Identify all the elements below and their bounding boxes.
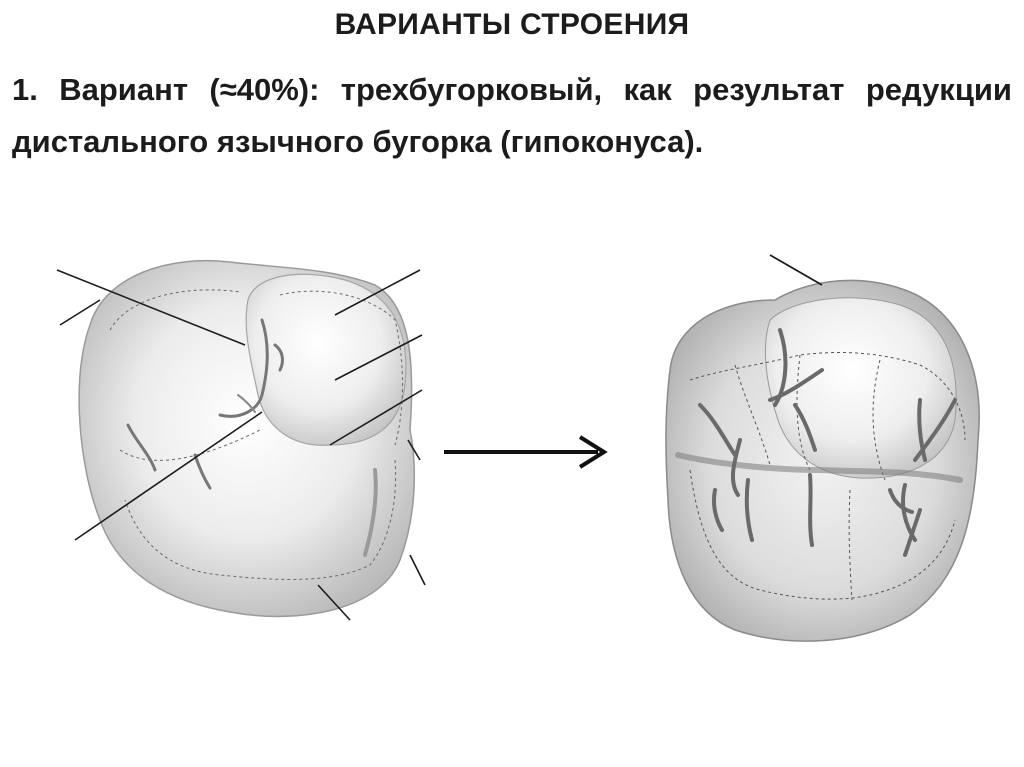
right-pointer-line: [769, 254, 823, 286]
right-arrow: [444, 435, 608, 469]
left-tooth-crown: [56, 259, 426, 621]
left-pointer-lines: [56, 269, 426, 621]
right-tooth-crown: [665, 254, 980, 642]
slide-body-text: 1. Вариант (≈40%): трехбугорковый, как р…: [12, 72, 1012, 159]
slide-title: ВАРИАНТЫ СТРОЕНИЯ: [334, 8, 690, 41]
